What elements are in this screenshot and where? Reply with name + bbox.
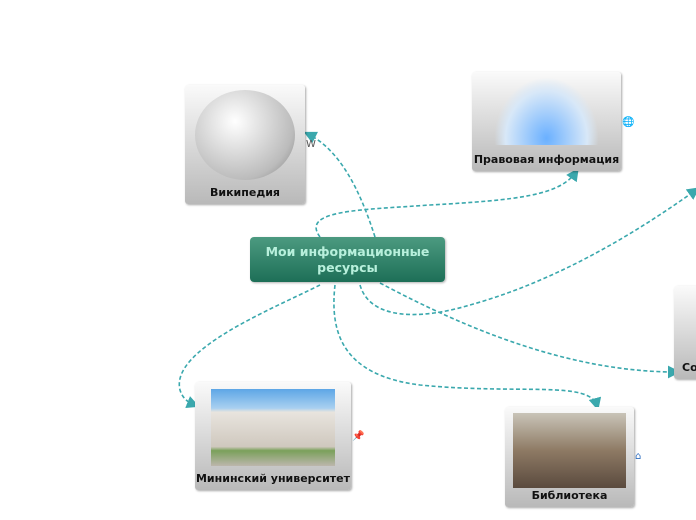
wikipedia-globe-image: [195, 90, 295, 180]
node-label: Библиотека: [531, 489, 608, 502]
node-label: Википедия: [210, 186, 280, 199]
link-wikipedia: [303, 131, 376, 238]
link-legal: [315, 168, 579, 238]
node-wikipedia[interactable]: Википедия: [185, 85, 305, 204]
link-co: [379, 282, 681, 379]
node-label: Co: [682, 361, 696, 374]
central-topic-label: Мои информационные ресурсы: [265, 243, 430, 275]
node-label: Правовая информация: [473, 153, 620, 166]
node-label: Мининский университет: [195, 472, 350, 485]
node-co[interactable]: Co: [674, 286, 696, 379]
wikipedia-icon[interactable]: W: [306, 139, 316, 150]
link-library: [333, 284, 602, 411]
pin-icon[interactable]: 📌: [352, 431, 365, 442]
justice-book-image: [494, 77, 599, 145]
library-photo: [513, 413, 626, 488]
link-offscreen: [359, 187, 696, 316]
university-photo: [211, 389, 335, 466]
link-mininsky: [178, 284, 321, 408]
central-topic[interactable]: Мои информационные ресурсы: [250, 237, 445, 282]
node-legal-info[interactable]: Правовая информация: [472, 72, 621, 171]
node-library[interactable]: Библиотека: [505, 407, 634, 507]
home-icon[interactable]: ⌂: [635, 451, 642, 462]
node-mininsky-university[interactable]: Мининский университет: [195, 382, 351, 490]
globe-icon[interactable]: 🌐: [622, 117, 635, 128]
